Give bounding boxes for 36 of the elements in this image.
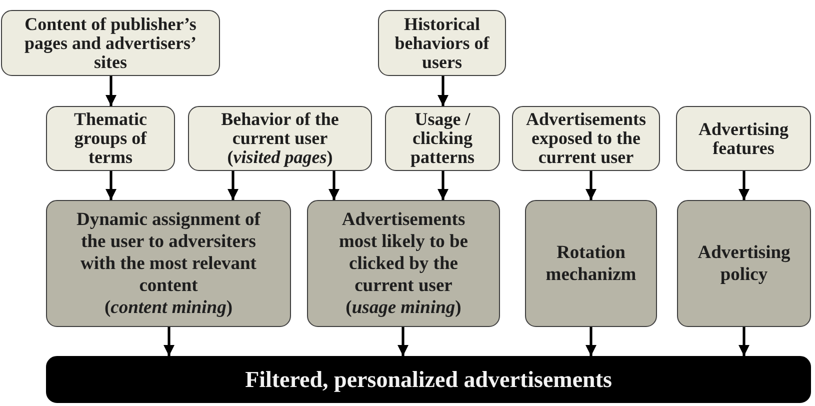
input-box	[378, 10, 506, 76]
process-box	[307, 200, 500, 327]
arrow	[398, 327, 408, 356]
input-box	[46, 106, 175, 171]
arrow	[106, 76, 116, 106]
arrow	[228, 171, 238, 200]
step-label: Advertising features	[698, 120, 790, 158]
method-note: (content mining)	[104, 296, 232, 318]
process-box	[525, 200, 657, 327]
input-box	[188, 106, 372, 171]
step-label: Rotation mechanizm	[544, 242, 638, 286]
arrow	[438, 76, 448, 106]
input-box	[1, 10, 220, 76]
arrow	[738, 171, 750, 200]
method-note: (visited pages)	[227, 148, 333, 167]
step-label: Historical behaviors of users	[394, 14, 490, 72]
step-label: Filtered, personalized advertisements	[245, 366, 612, 393]
arrow	[438, 171, 448, 200]
arrow	[738, 327, 750, 356]
input-box	[385, 106, 500, 171]
arrow	[164, 327, 174, 356]
step-label: Advertisements exposed to the current user	[525, 110, 647, 167]
step-label: Usage / clicking patterns	[410, 110, 476, 167]
arrow	[586, 171, 596, 200]
step-label: Thematic groups of terms	[73, 110, 148, 167]
arrow	[328, 171, 340, 200]
method-note: (usage mining)	[346, 296, 462, 318]
arrow	[106, 171, 116, 200]
step-label: Advertising policy	[696, 242, 792, 286]
process-box	[46, 200, 291, 327]
step-label: Content of publisher’s pages and advertisers’ sites	[24, 14, 198, 72]
process-box	[677, 200, 811, 327]
input-box	[512, 106, 660, 171]
arrow	[586, 327, 596, 356]
output-bar	[46, 356, 811, 403]
input-box	[676, 106, 811, 171]
